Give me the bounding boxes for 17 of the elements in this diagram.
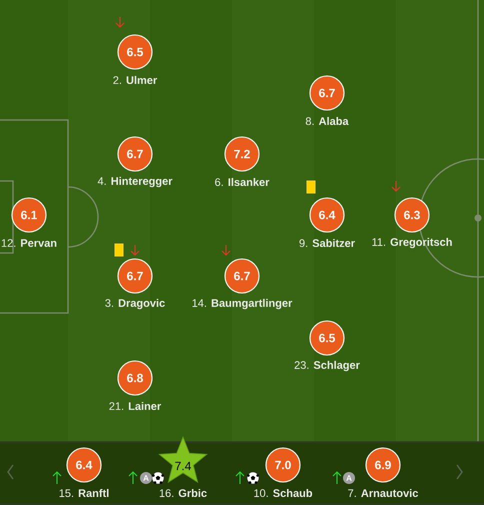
player-name: 21. Lainer: [109, 402, 162, 410]
player-name: 3. Dragovic: [105, 298, 165, 310]
player-name: 16. Grbic: [160, 488, 207, 498]
player-name: 14. Baumgartlinger: [192, 298, 292, 310]
player-name: 23. Schlager: [294, 360, 360, 372]
player-name: 2. Ulmer: [113, 76, 158, 84]
player-name: 10. Schaub: [254, 488, 312, 498]
player-name: 9. Sabitzer: [300, 238, 355, 248]
player-name: 7. Arnautovic: [348, 488, 418, 498]
assist-badge: A: [140, 472, 152, 484]
player-name: 11. Gregoritsch: [372, 238, 452, 248]
player-name: 4. Hinteregger: [98, 176, 172, 188]
player-name: 8. Alaba: [306, 116, 349, 126]
player-name: 6. Ilsanker: [215, 178, 270, 186]
player-name: 12. Pervan: [2, 239, 56, 247]
player-name: 15. Ranftl: [60, 488, 108, 498]
assist-badge: A: [343, 472, 355, 484]
